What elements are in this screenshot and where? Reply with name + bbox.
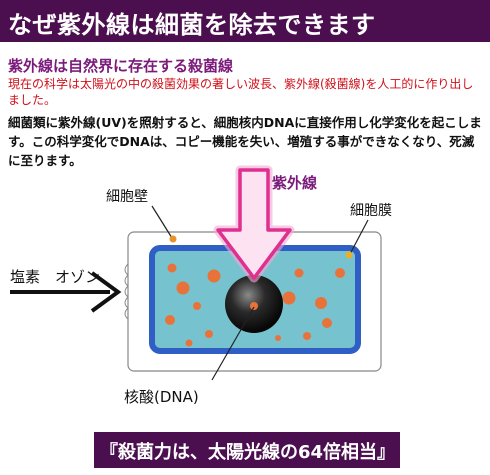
cell-membrane-dot bbox=[345, 251, 353, 259]
cell-diagram bbox=[10, 165, 382, 381]
cell-wall-label: 細胞壁 bbox=[106, 189, 148, 205]
dna-dot bbox=[250, 302, 258, 310]
section-subtitle: 紫外線は自然界に存在する殺菌線 bbox=[8, 57, 234, 75]
intro-red-text: 現在の科学は太陽光の中の殺菌効果の著しい波長、紫外線(殺菌線)を人工的に作り出し… bbox=[8, 77, 474, 107]
ozone-label: 塩素 オゾン bbox=[10, 268, 101, 286]
footer-text: 『殺菌力は、太陽光線の64倍相当』 bbox=[100, 442, 396, 463]
uv-arrow bbox=[213, 165, 295, 283]
body-paragraph: 細菌類に紫外線(UV)を照射すると、細胞核内DNAに直接作用し化学変化を起こしま… bbox=[8, 115, 482, 168]
dna-label: 核酸(DNA) bbox=[124, 388, 199, 406]
ozone-arrow bbox=[10, 263, 129, 320]
cell-membrane-pointer bbox=[349, 219, 369, 255]
footer-banner: 『殺菌力は、太陽光線の64倍相当』 bbox=[94, 432, 400, 468]
dna-pointer bbox=[211, 306, 255, 381]
cell-wall-pointer bbox=[151, 205, 173, 239]
cell-membrane-label: 細胞膜 bbox=[350, 203, 392, 219]
header-banner: なぜ紫外線は細菌を除去できます bbox=[0, 0, 490, 42]
header-title: なぜ紫外線は細菌を除去できます bbox=[8, 11, 376, 39]
cell-wall-dot bbox=[169, 235, 177, 243]
uv-label: 紫外線 bbox=[272, 174, 318, 192]
